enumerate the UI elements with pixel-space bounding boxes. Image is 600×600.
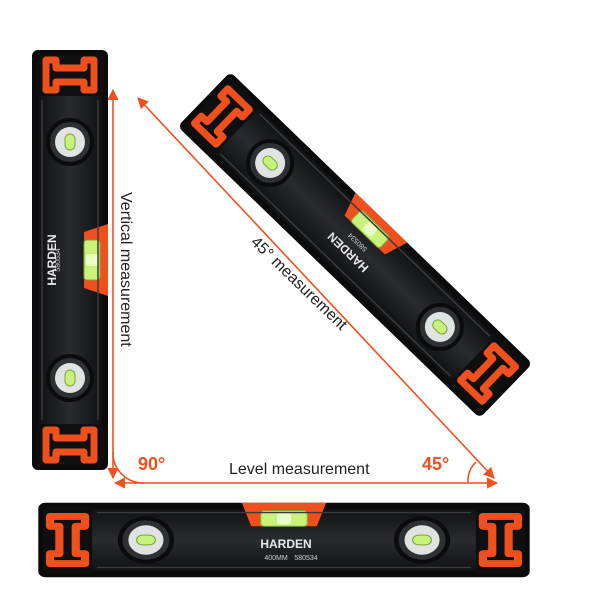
angle-arc-90: [112, 451, 144, 484]
model-code-label: 580534: [294, 555, 317, 562]
level-measurement-label: Level measurement: [229, 461, 370, 478]
brand-logo-horizontal: HARDEN: [260, 537, 311, 551]
brand-logo-vertical: HARDEN: [45, 234, 59, 285]
model-label-vertical: 580534: [55, 248, 62, 271]
model-size-label: 400MM: [264, 555, 288, 562]
angle-90-label: 90°: [138, 454, 165, 474]
diagonal-level: HARDEN 580534: [178, 72, 533, 418]
vertical-measurement-label: Vertical measurement: [117, 192, 134, 347]
angle-arc-45: [467, 461, 477, 484]
vertical-level: HARDEN 580534: [32, 50, 108, 470]
horizontal-level: HARDEN 400MM 580534: [38, 503, 529, 577]
diagonal-arrow: [137, 97, 495, 479]
angle-45-label: 45°: [422, 454, 449, 474]
